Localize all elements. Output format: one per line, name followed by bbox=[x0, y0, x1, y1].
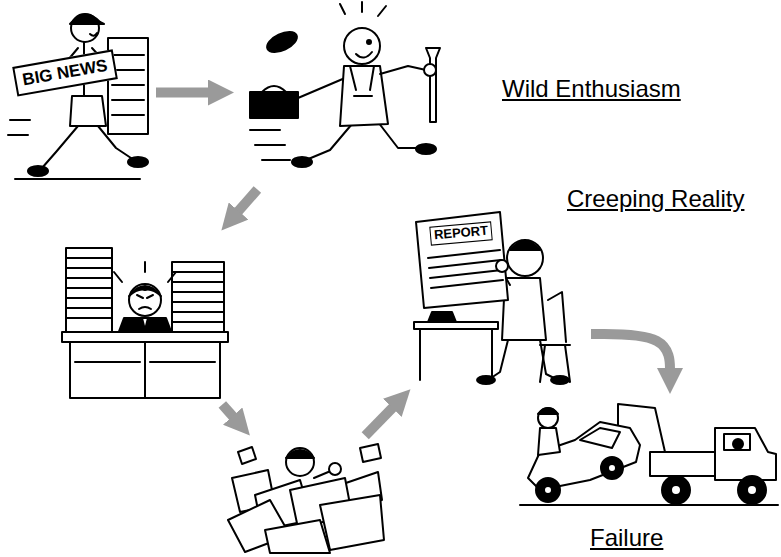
stage-heading: Creeping Reality bbox=[565, 185, 746, 213]
car-wheel bbox=[601, 457, 623, 479]
buried-worker bbox=[228, 444, 384, 553]
desk-top bbox=[62, 332, 228, 342]
car-owner-body bbox=[538, 428, 560, 455]
plumber-arm bbox=[380, 66, 426, 74]
plumber-shoe bbox=[292, 157, 312, 167]
paper-stack bbox=[66, 248, 112, 332]
flow-arrow bbox=[591, 334, 670, 376]
car-wheel bbox=[536, 478, 560, 502]
report-sheet bbox=[416, 212, 508, 308]
flying-paper bbox=[360, 444, 381, 462]
reader-hair bbox=[510, 241, 540, 250]
wheel-hub bbox=[671, 485, 681, 495]
toolbox-handle bbox=[262, 86, 286, 92]
paper-stack bbox=[172, 262, 224, 332]
stage-heading: Wild Enthusiasm bbox=[500, 75, 683, 103]
buried-hand bbox=[329, 463, 341, 475]
excitement-lines bbox=[340, 2, 386, 16]
telephone bbox=[428, 312, 456, 322]
buried-panel bbox=[225, 440, 385, 555]
reader-legs bbox=[488, 340, 558, 380]
flying-hat bbox=[264, 28, 300, 56]
car-window bbox=[580, 428, 620, 448]
reader-head bbox=[507, 240, 543, 276]
cab-window bbox=[724, 434, 750, 450]
truck-driver bbox=[733, 439, 743, 449]
flow-arrow bbox=[156, 88, 216, 98]
ground-line bbox=[520, 504, 778, 506]
truck-bed bbox=[650, 452, 715, 476]
overall-straps bbox=[350, 66, 374, 96]
bundle-lines bbox=[112, 55, 144, 115]
wheel-hub bbox=[747, 485, 757, 495]
wheel-hub bbox=[608, 464, 616, 472]
stack-lines bbox=[172, 272, 224, 322]
plumber-smile bbox=[356, 52, 372, 58]
paper-sheet bbox=[265, 520, 330, 553]
newsboy-panel: BIG NEWS bbox=[5, 5, 150, 180]
reader-hand bbox=[496, 260, 508, 272]
boy-shoe bbox=[28, 166, 48, 176]
boy-torso bbox=[70, 96, 106, 126]
wheel-hub bbox=[544, 486, 552, 494]
desk-drawers bbox=[75, 342, 215, 398]
wrench bbox=[426, 48, 440, 122]
report-lines bbox=[428, 250, 503, 288]
truck-cab bbox=[715, 428, 776, 480]
motion-lines bbox=[8, 120, 140, 179]
connector-group bbox=[156, 93, 670, 436]
reader-body bbox=[502, 278, 546, 340]
paper-bundle bbox=[108, 38, 148, 134]
plumber-arm bbox=[298, 78, 345, 98]
tow-scene bbox=[520, 404, 778, 505]
motion-lines bbox=[250, 130, 290, 160]
worker-head bbox=[129, 284, 161, 316]
flow-arrow bbox=[233, 190, 257, 217]
worker-hair bbox=[129, 286, 161, 296]
boy-cap bbox=[70, 14, 104, 24]
overalls bbox=[340, 66, 388, 126]
report-panel: REPORTCreeping Reality bbox=[410, 215, 585, 385]
truck-wheel bbox=[738, 476, 766, 504]
plumber bbox=[250, 2, 440, 167]
toolbox bbox=[250, 92, 298, 118]
tow-panel: Failure bbox=[520, 400, 780, 505]
desk-panel bbox=[60, 235, 230, 400]
boy-legs bbox=[42, 126, 134, 168]
desk-legs bbox=[420, 329, 492, 380]
flying-paper bbox=[238, 447, 256, 464]
reader-shoe bbox=[551, 376, 569, 384]
report-reader bbox=[414, 212, 570, 384]
plumber-eye bbox=[367, 40, 371, 44]
plumber-panel: Wild Enthusiasm bbox=[240, 0, 445, 185]
newsboy bbox=[8, 14, 148, 179]
stack-lines bbox=[66, 258, 112, 318]
report-title: REPORT bbox=[429, 221, 493, 245]
stage-heading: Failure bbox=[588, 524, 665, 552]
small-desk bbox=[414, 322, 498, 329]
worker-tie bbox=[142, 318, 148, 330]
flow-arrow bbox=[222, 404, 238, 422]
plumber-hand bbox=[424, 64, 436, 76]
boy-shoe bbox=[128, 157, 148, 167]
plumber-shoe bbox=[416, 144, 436, 154]
plumber-legs bbox=[306, 122, 422, 160]
desk-worker bbox=[62, 248, 228, 398]
car-owner-head bbox=[538, 408, 558, 428]
anger-lines bbox=[114, 262, 176, 282]
worker-frown bbox=[137, 295, 153, 309]
desk-front bbox=[70, 342, 220, 398]
truck-wheel bbox=[662, 476, 690, 504]
flow-arrow bbox=[365, 402, 398, 436]
buried-hair bbox=[286, 450, 314, 458]
boy-smile bbox=[90, 33, 97, 36]
sign-text: BIG NEWS bbox=[12, 49, 118, 96]
paper-sheet bbox=[320, 495, 384, 550]
plumber-head bbox=[344, 28, 380, 64]
car-owner-cap bbox=[538, 408, 558, 414]
buried-head bbox=[286, 448, 314, 476]
